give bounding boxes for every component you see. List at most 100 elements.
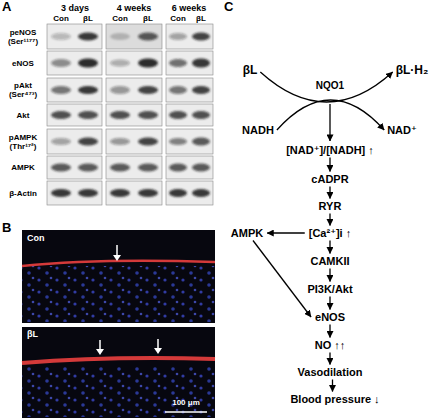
blot-panel — [47, 129, 102, 154]
blot-band — [78, 59, 98, 68]
blot-band — [192, 189, 210, 197]
pointer-arrow — [99, 340, 101, 350]
node-text: RYR — [319, 200, 342, 212]
pathway-node: Vasodilation — [296, 366, 365, 379]
blot-band — [138, 138, 158, 146]
blot-panel — [166, 51, 213, 75]
lane-label: βL — [196, 14, 206, 23]
blot-band — [78, 86, 98, 94]
blot-band — [169, 138, 187, 145]
blot-band — [110, 138, 130, 145]
pathway-arrow — [332, 380, 333, 392]
pathway-arrow — [267, 232, 305, 233]
panel-letter: C — [224, 0, 233, 15]
pathway-arrow — [329, 158, 330, 172]
blot-panel — [47, 156, 102, 179]
image-label: βL — [27, 329, 38, 339]
blot-band — [169, 59, 187, 67]
blot-band — [192, 164, 210, 172]
blot-panel — [166, 78, 213, 102]
blot-band — [192, 33, 210, 41]
blot-band — [192, 59, 210, 68]
micrograph — [22, 327, 215, 418]
node-text: [NAD⁺]/[NADH] ↑ — [286, 144, 374, 156]
blot-band — [51, 138, 71, 145]
node-text: PI3K/Akt — [307, 283, 352, 295]
blot-panel — [47, 78, 102, 102]
node-text: NO ↑↑ — [315, 339, 346, 351]
panel-letter: A — [2, 0, 11, 15]
blot-band — [78, 138, 98, 146]
node-text: NADH — [242, 124, 274, 136]
time-label: 4 weeks — [117, 3, 152, 13]
blot-band — [192, 138, 210, 146]
lane-label: Con — [53, 14, 69, 23]
pathway-node: βL·H₂ — [394, 64, 431, 77]
blot-band — [110, 189, 130, 197]
blot-band — [169, 189, 187, 197]
node-text: Vasodilation — [298, 366, 363, 378]
blot-band — [138, 59, 158, 68]
lane-label: Con — [170, 14, 186, 23]
lane-label: βL — [143, 14, 153, 23]
panel-letter: B — [2, 221, 11, 236]
endothelium-stain — [22, 261, 215, 266]
blot-band — [169, 86, 187, 94]
node-text: CAMKII — [310, 255, 349, 267]
blot-panel — [47, 51, 102, 75]
row-label: Akt — [0, 111, 46, 120]
blot-band — [110, 33, 130, 40]
lane-label: Con — [112, 14, 128, 23]
blot-panel — [106, 104, 162, 126]
node-text: eNOS — [315, 311, 345, 323]
pathway-node: NADH — [240, 124, 276, 137]
pathway-node: NAD⁺ — [385, 124, 419, 137]
blot-band — [138, 164, 158, 172]
pointer-arrow — [157, 339, 159, 349]
pointer-arrow — [113, 255, 121, 261]
node-text: NAD⁺ — [387, 124, 417, 136]
blot-panel — [47, 104, 102, 126]
scale-label: 100 μm — [172, 398, 200, 407]
blot-panel — [106, 24, 162, 49]
blot-band — [51, 111, 71, 119]
row-label: pAkt (Ser⁴⁷³) — [0, 81, 46, 99]
blot-band — [138, 33, 158, 41]
node-text: βL·H₂ — [396, 63, 429, 77]
row-label: peNOS (Ser¹¹⁷⁷) — [0, 28, 46, 46]
time-label: 6 weeks — [172, 3, 207, 13]
pathway-arrow — [329, 353, 330, 365]
row-label: β-Actin — [0, 189, 46, 198]
pathway-node: NO ↑↑ — [313, 339, 348, 352]
blot-panel — [166, 156, 213, 179]
pathway-node: eNOS — [313, 311, 347, 324]
blot-panel — [106, 181, 162, 205]
blot-band — [169, 111, 187, 119]
pathway-node: AMPK — [229, 227, 265, 240]
blot-panel — [106, 156, 162, 179]
enzyme-label: NQO1 — [316, 80, 344, 92]
pathway-node: RYR — [317, 200, 344, 213]
blot-band — [110, 60, 130, 67]
pathway-node: cADPR — [309, 173, 350, 186]
pathway-arrow — [329, 187, 330, 199]
blot-band — [51, 33, 71, 40]
blot-band — [138, 111, 158, 119]
blot-panel — [166, 129, 213, 154]
blot-panel — [106, 78, 162, 102]
pathway-arrow — [329, 269, 330, 282]
pathway-node: PI3K/Akt — [305, 283, 354, 296]
blot-band — [110, 86, 130, 94]
reaction-arrow — [329, 104, 330, 141]
scale-bar — [165, 411, 207, 413]
blot-band — [138, 189, 158, 197]
blot-band — [169, 164, 187, 172]
row-label: AMPK — [0, 163, 46, 172]
pathway-arrow — [329, 325, 330, 338]
blot-panel — [106, 51, 162, 75]
pathway-arrow — [329, 297, 330, 310]
nuclei-stain — [22, 366, 215, 417]
